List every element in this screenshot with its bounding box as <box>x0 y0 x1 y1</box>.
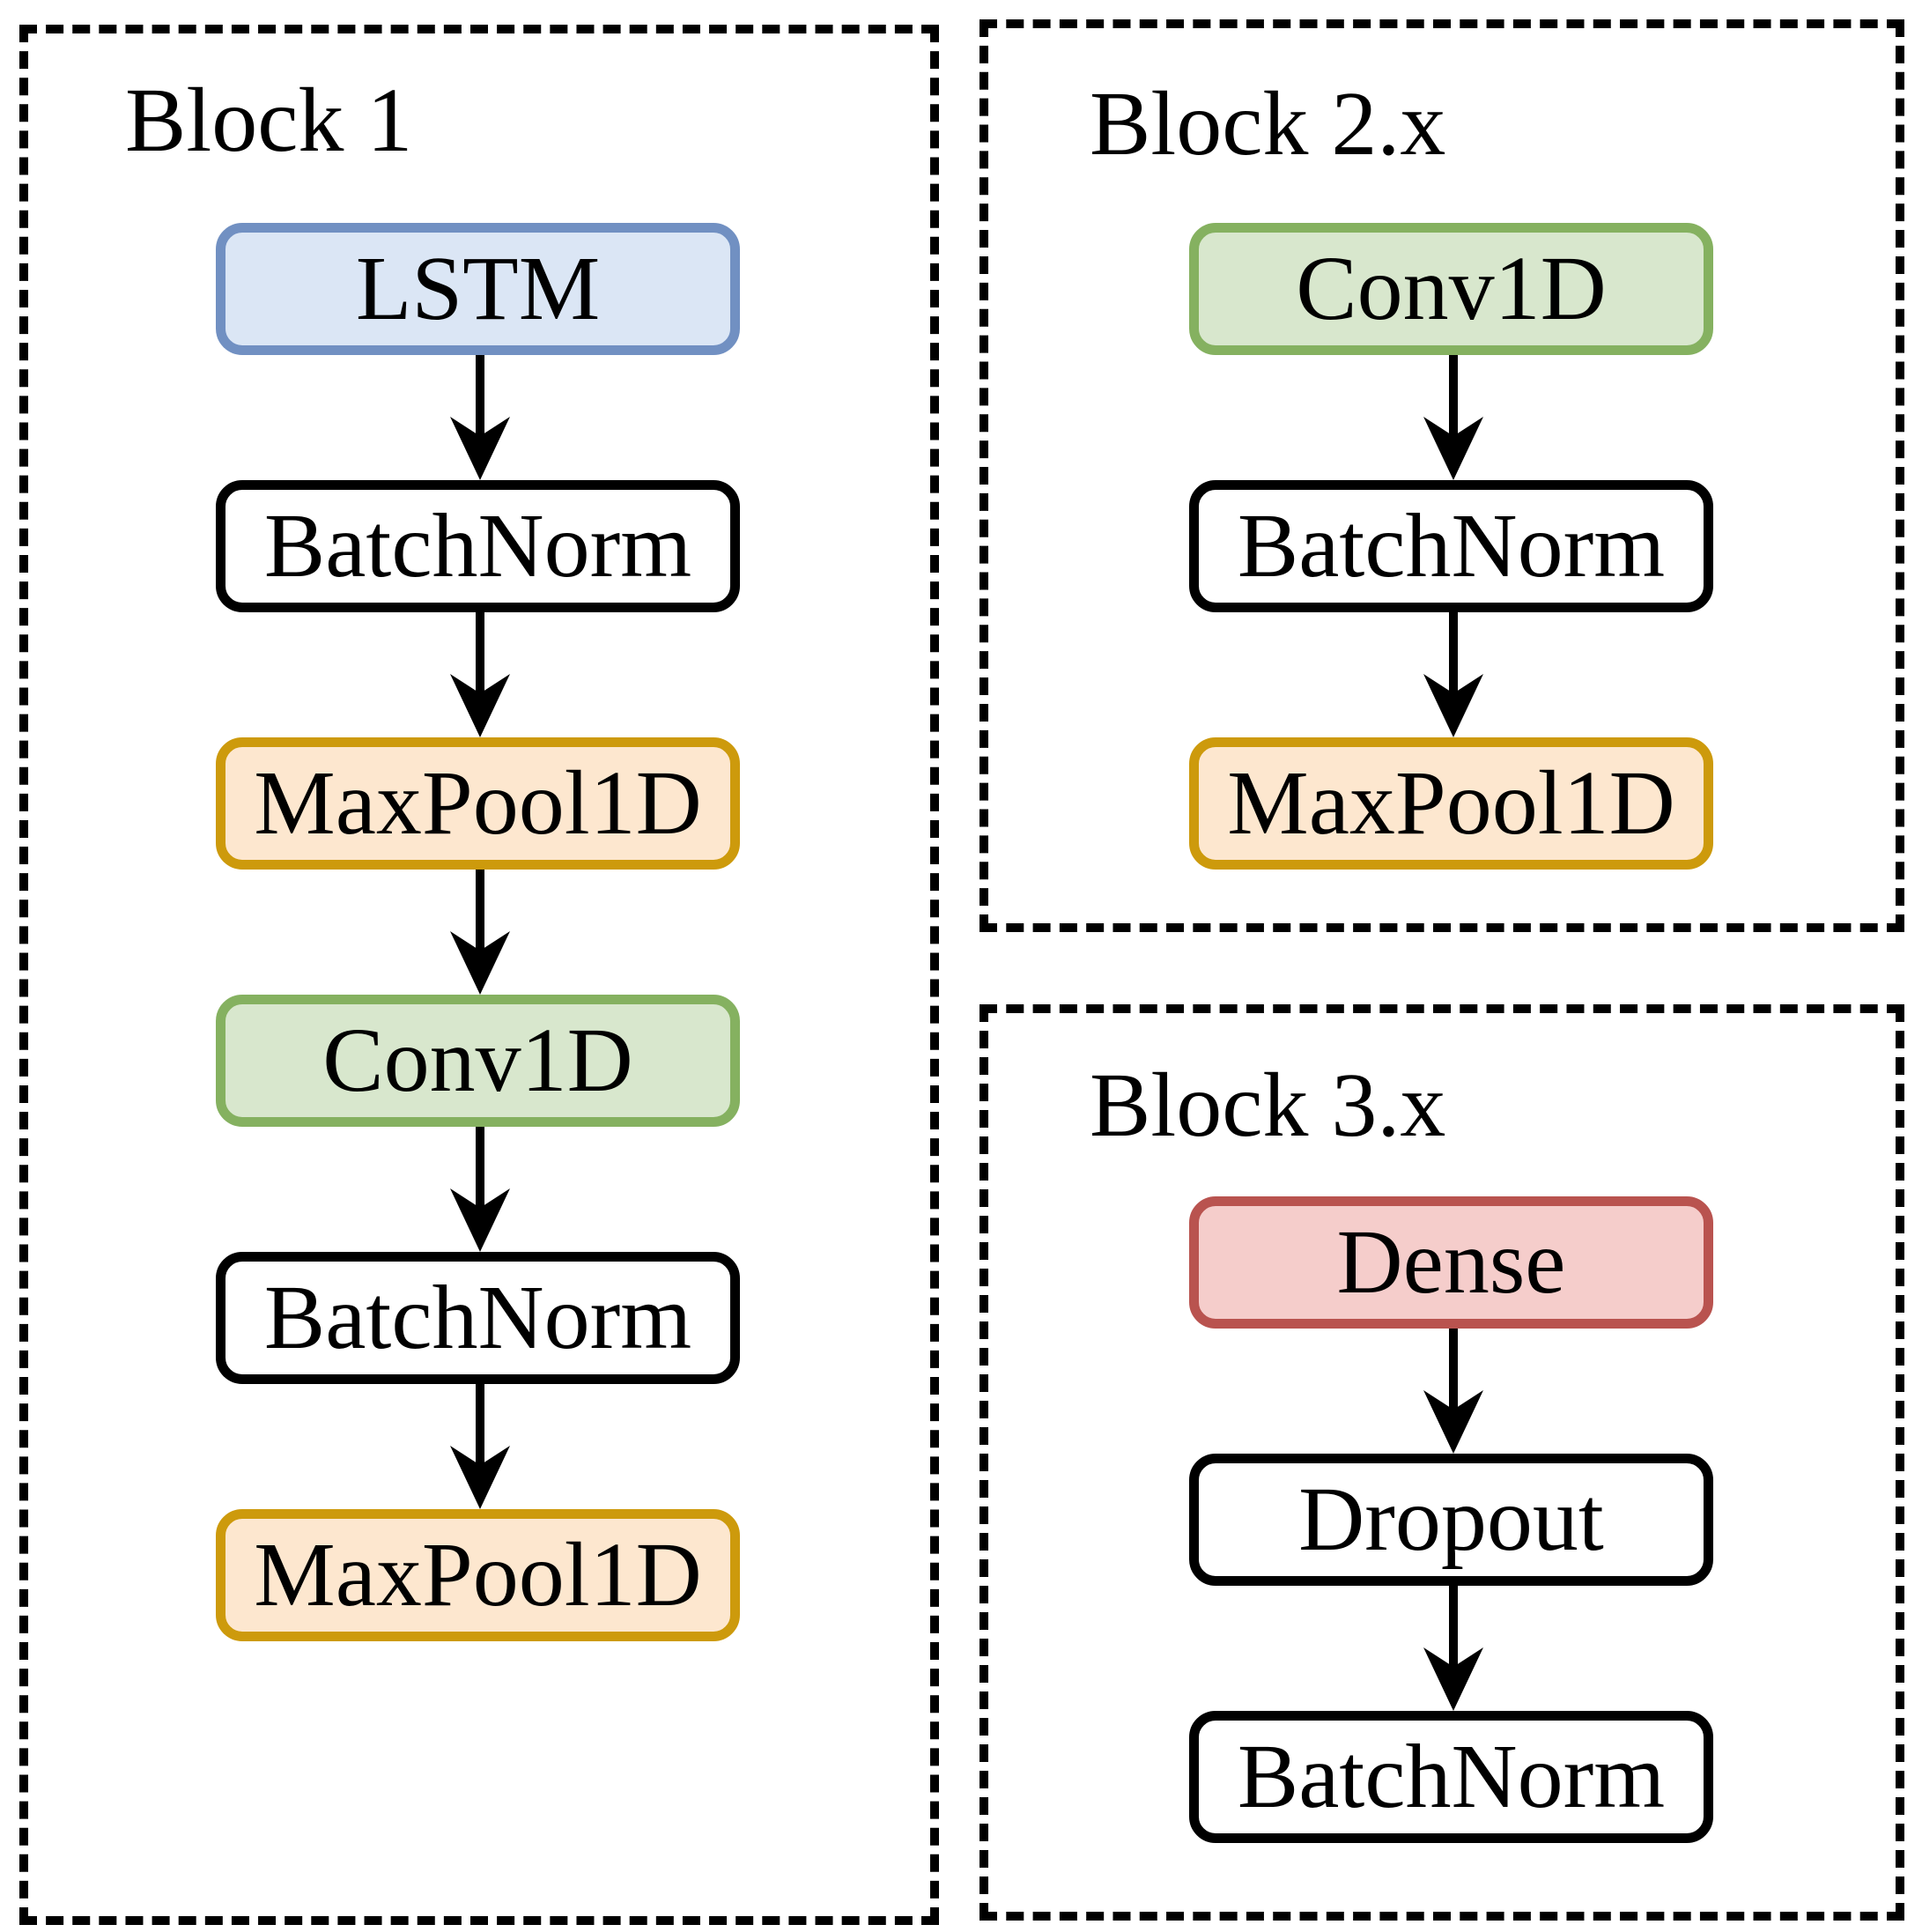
node-batchnorm: BatchNorm <box>216 480 740 612</box>
node-batchnorm: BatchNorm <box>1189 480 1713 612</box>
node-conv1d: Conv1D <box>216 995 740 1127</box>
arrow-down-icon <box>1423 355 1483 480</box>
arrow-down-icon <box>1423 1586 1483 1711</box>
node-maxpool1d: MaxPool1D <box>216 737 740 870</box>
arrow-down-icon <box>1423 1329 1483 1454</box>
arrow-down-icon <box>450 1127 510 1252</box>
arrow-down-icon <box>450 355 510 480</box>
arrow-down-icon <box>1423 612 1483 737</box>
arrow-down-icon <box>450 870 510 995</box>
block-1-title: Block 1 <box>125 70 413 171</box>
node-maxpool1d: MaxPool1D <box>1189 737 1713 870</box>
arrow-down-icon <box>450 612 510 737</box>
node-dropout: Dropout <box>1189 1454 1713 1586</box>
node-maxpool1d: MaxPool1D <box>216 1509 740 1641</box>
node-conv1d: Conv1D <box>1189 223 1713 355</box>
node-batchnorm: BatchNorm <box>1189 1711 1713 1843</box>
block-2x-panel: Block 2.x Conv1D BatchNorm MaxPool1D <box>979 19 1904 932</box>
arrow-down-icon <box>450 1384 510 1509</box>
block-2x-title: Block 2.x <box>1090 73 1446 174</box>
node-lstm: LSTM <box>216 223 740 355</box>
block-3x-panel: Block 3.x Dense Dropout BatchNorm <box>979 1004 1904 1921</box>
node-batchnorm: BatchNorm <box>216 1252 740 1384</box>
node-dense: Dense <box>1189 1196 1713 1329</box>
block-1-panel: Block 1 LSTM BatchNorm MaxPool1D Conv1D … <box>19 25 939 1925</box>
block-3x-title: Block 3.x <box>1090 1055 1446 1156</box>
